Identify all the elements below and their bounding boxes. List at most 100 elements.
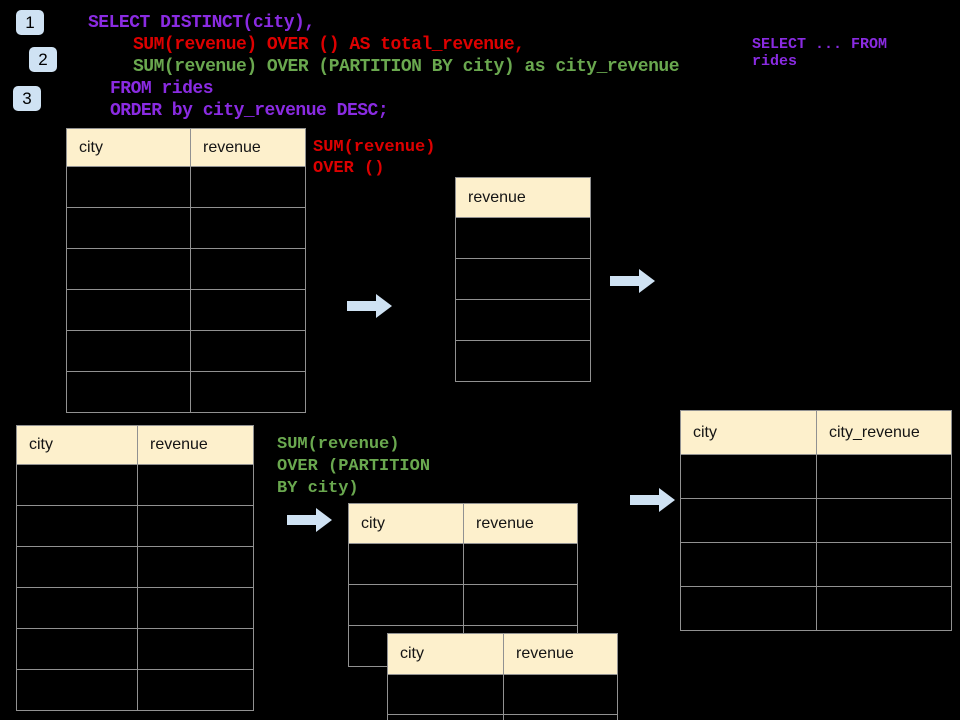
note-line-1: SELECT ... FROM: [752, 36, 888, 53]
table-empty-cell: [463, 543, 578, 585]
table-empty-cell: [455, 340, 591, 382]
table-empty-row: [348, 584, 578, 626]
table-empty-cell: [190, 289, 306, 331]
table-empty-cell: [190, 207, 306, 249]
table-empty-cell: [66, 248, 191, 290]
table-empty-cell: [816, 498, 952, 543]
table-header-row: city revenue: [387, 633, 618, 675]
column-header-revenue: revenue: [503, 633, 618, 675]
partition-label-line-3: BY city): [277, 479, 359, 498]
table-empty-row: [680, 542, 952, 587]
sql-line-city-revenue: SUM(revenue) OVER (PARTITION BY city) as…: [133, 57, 680, 77]
table-header-row: city revenue: [16, 425, 254, 465]
source-table-top: city revenue: [66, 128, 306, 413]
table-empty-cell: [455, 217, 591, 259]
table-empty-row: [66, 166, 306, 208]
table-empty-row: [455, 258, 591, 300]
total-label-line-1: SUM(revenue): [313, 138, 436, 157]
partition-table-front: city revenue: [387, 633, 618, 720]
sql-line-select: SELECT DISTINCT(city),: [88, 13, 315, 33]
table-empty-cell: [387, 674, 504, 715]
table-empty-cell: [455, 299, 591, 341]
table-empty-cell: [503, 714, 618, 720]
sql-line-total-revenue: SUM(revenue) OVER () AS total_revenue,: [133, 35, 525, 55]
column-header-city-revenue: city_revenue: [816, 410, 952, 455]
column-header-city: city: [387, 633, 504, 675]
table-empty-cell: [816, 586, 952, 631]
column-header-city: city: [16, 425, 138, 465]
table-empty-row: [66, 330, 306, 372]
arrow-right-icon: [630, 488, 675, 512]
sql-line-from: FROM rides: [110, 79, 214, 99]
arrow-right-icon: [347, 294, 392, 318]
table-empty-row: [455, 299, 591, 341]
table-empty-cell: [66, 371, 191, 413]
table-empty-row: [16, 505, 254, 547]
table-empty-cell: [816, 542, 952, 587]
total-revenue-window-label: SUM(revenue) OVER (): [313, 137, 435, 179]
city-revenue-result-table: city city_revenue: [680, 410, 952, 631]
table-header-row: revenue: [455, 177, 591, 218]
total-revenue-result-table: revenue: [455, 177, 591, 382]
table-empty-cell: [816, 454, 952, 499]
table-empty-cell: [190, 248, 306, 290]
table-empty-cell: [66, 207, 191, 249]
table-empty-cell: [16, 464, 138, 506]
table-empty-row: [387, 714, 618, 720]
table-header-row: city revenue: [348, 503, 578, 544]
column-header-city: city: [66, 128, 191, 167]
table-empty-cell: [16, 669, 138, 711]
table-empty-cell: [455, 258, 591, 300]
table-empty-cell: [503, 674, 618, 715]
table-empty-cell: [348, 543, 464, 585]
step-badge-1: 1: [16, 10, 44, 35]
table-empty-row: [16, 628, 254, 670]
sql-line-order-by: ORDER by city_revenue DESC;: [110, 101, 389, 121]
total-label-line-2: OVER (): [313, 159, 385, 178]
column-header-revenue: revenue: [455, 177, 591, 218]
table-empty-row: [16, 587, 254, 629]
table-empty-row: [455, 217, 591, 259]
table-empty-cell: [137, 505, 254, 547]
table-empty-cell: [680, 542, 817, 587]
step-badge-2: 2: [29, 47, 57, 72]
table-empty-cell: [387, 714, 504, 720]
column-header-revenue: revenue: [463, 503, 578, 544]
column-header-city: city: [680, 410, 817, 455]
table-empty-row: [455, 340, 591, 382]
table-empty-cell: [680, 586, 817, 631]
arrow-right-icon: [287, 508, 332, 532]
column-header-city: city: [348, 503, 464, 544]
table-empty-cell: [190, 371, 306, 413]
table-empty-cell: [680, 498, 817, 543]
table-empty-cell: [190, 330, 306, 372]
table-empty-cell: [463, 584, 578, 626]
table-empty-cell: [137, 587, 254, 629]
table-empty-cell: [66, 166, 191, 208]
table-empty-row: [387, 674, 618, 715]
table-empty-cell: [137, 464, 254, 506]
step-badge-3: 3: [13, 86, 41, 111]
table-empty-row: [680, 454, 952, 499]
column-header-revenue: revenue: [137, 425, 254, 465]
source-table-bottom: city revenue: [16, 425, 254, 711]
table-empty-cell: [66, 330, 191, 372]
note-line-2: rides: [752, 53, 798, 70]
column-header-revenue: revenue: [190, 128, 306, 167]
table-empty-row: [680, 586, 952, 631]
table-empty-row: [66, 248, 306, 290]
table-empty-cell: [680, 454, 817, 499]
table-empty-row: [16, 669, 254, 711]
table-empty-cell: [16, 505, 138, 547]
arrow-right-icon: [610, 269, 655, 293]
table-header-row: city revenue: [66, 128, 306, 167]
partition-label-line-2: OVER (PARTITION: [277, 457, 431, 476]
table-empty-row: [66, 371, 306, 413]
table-empty-row: [16, 464, 254, 506]
table-empty-cell: [16, 546, 138, 588]
table-empty-row: [680, 498, 952, 543]
table-empty-cell: [137, 628, 254, 670]
